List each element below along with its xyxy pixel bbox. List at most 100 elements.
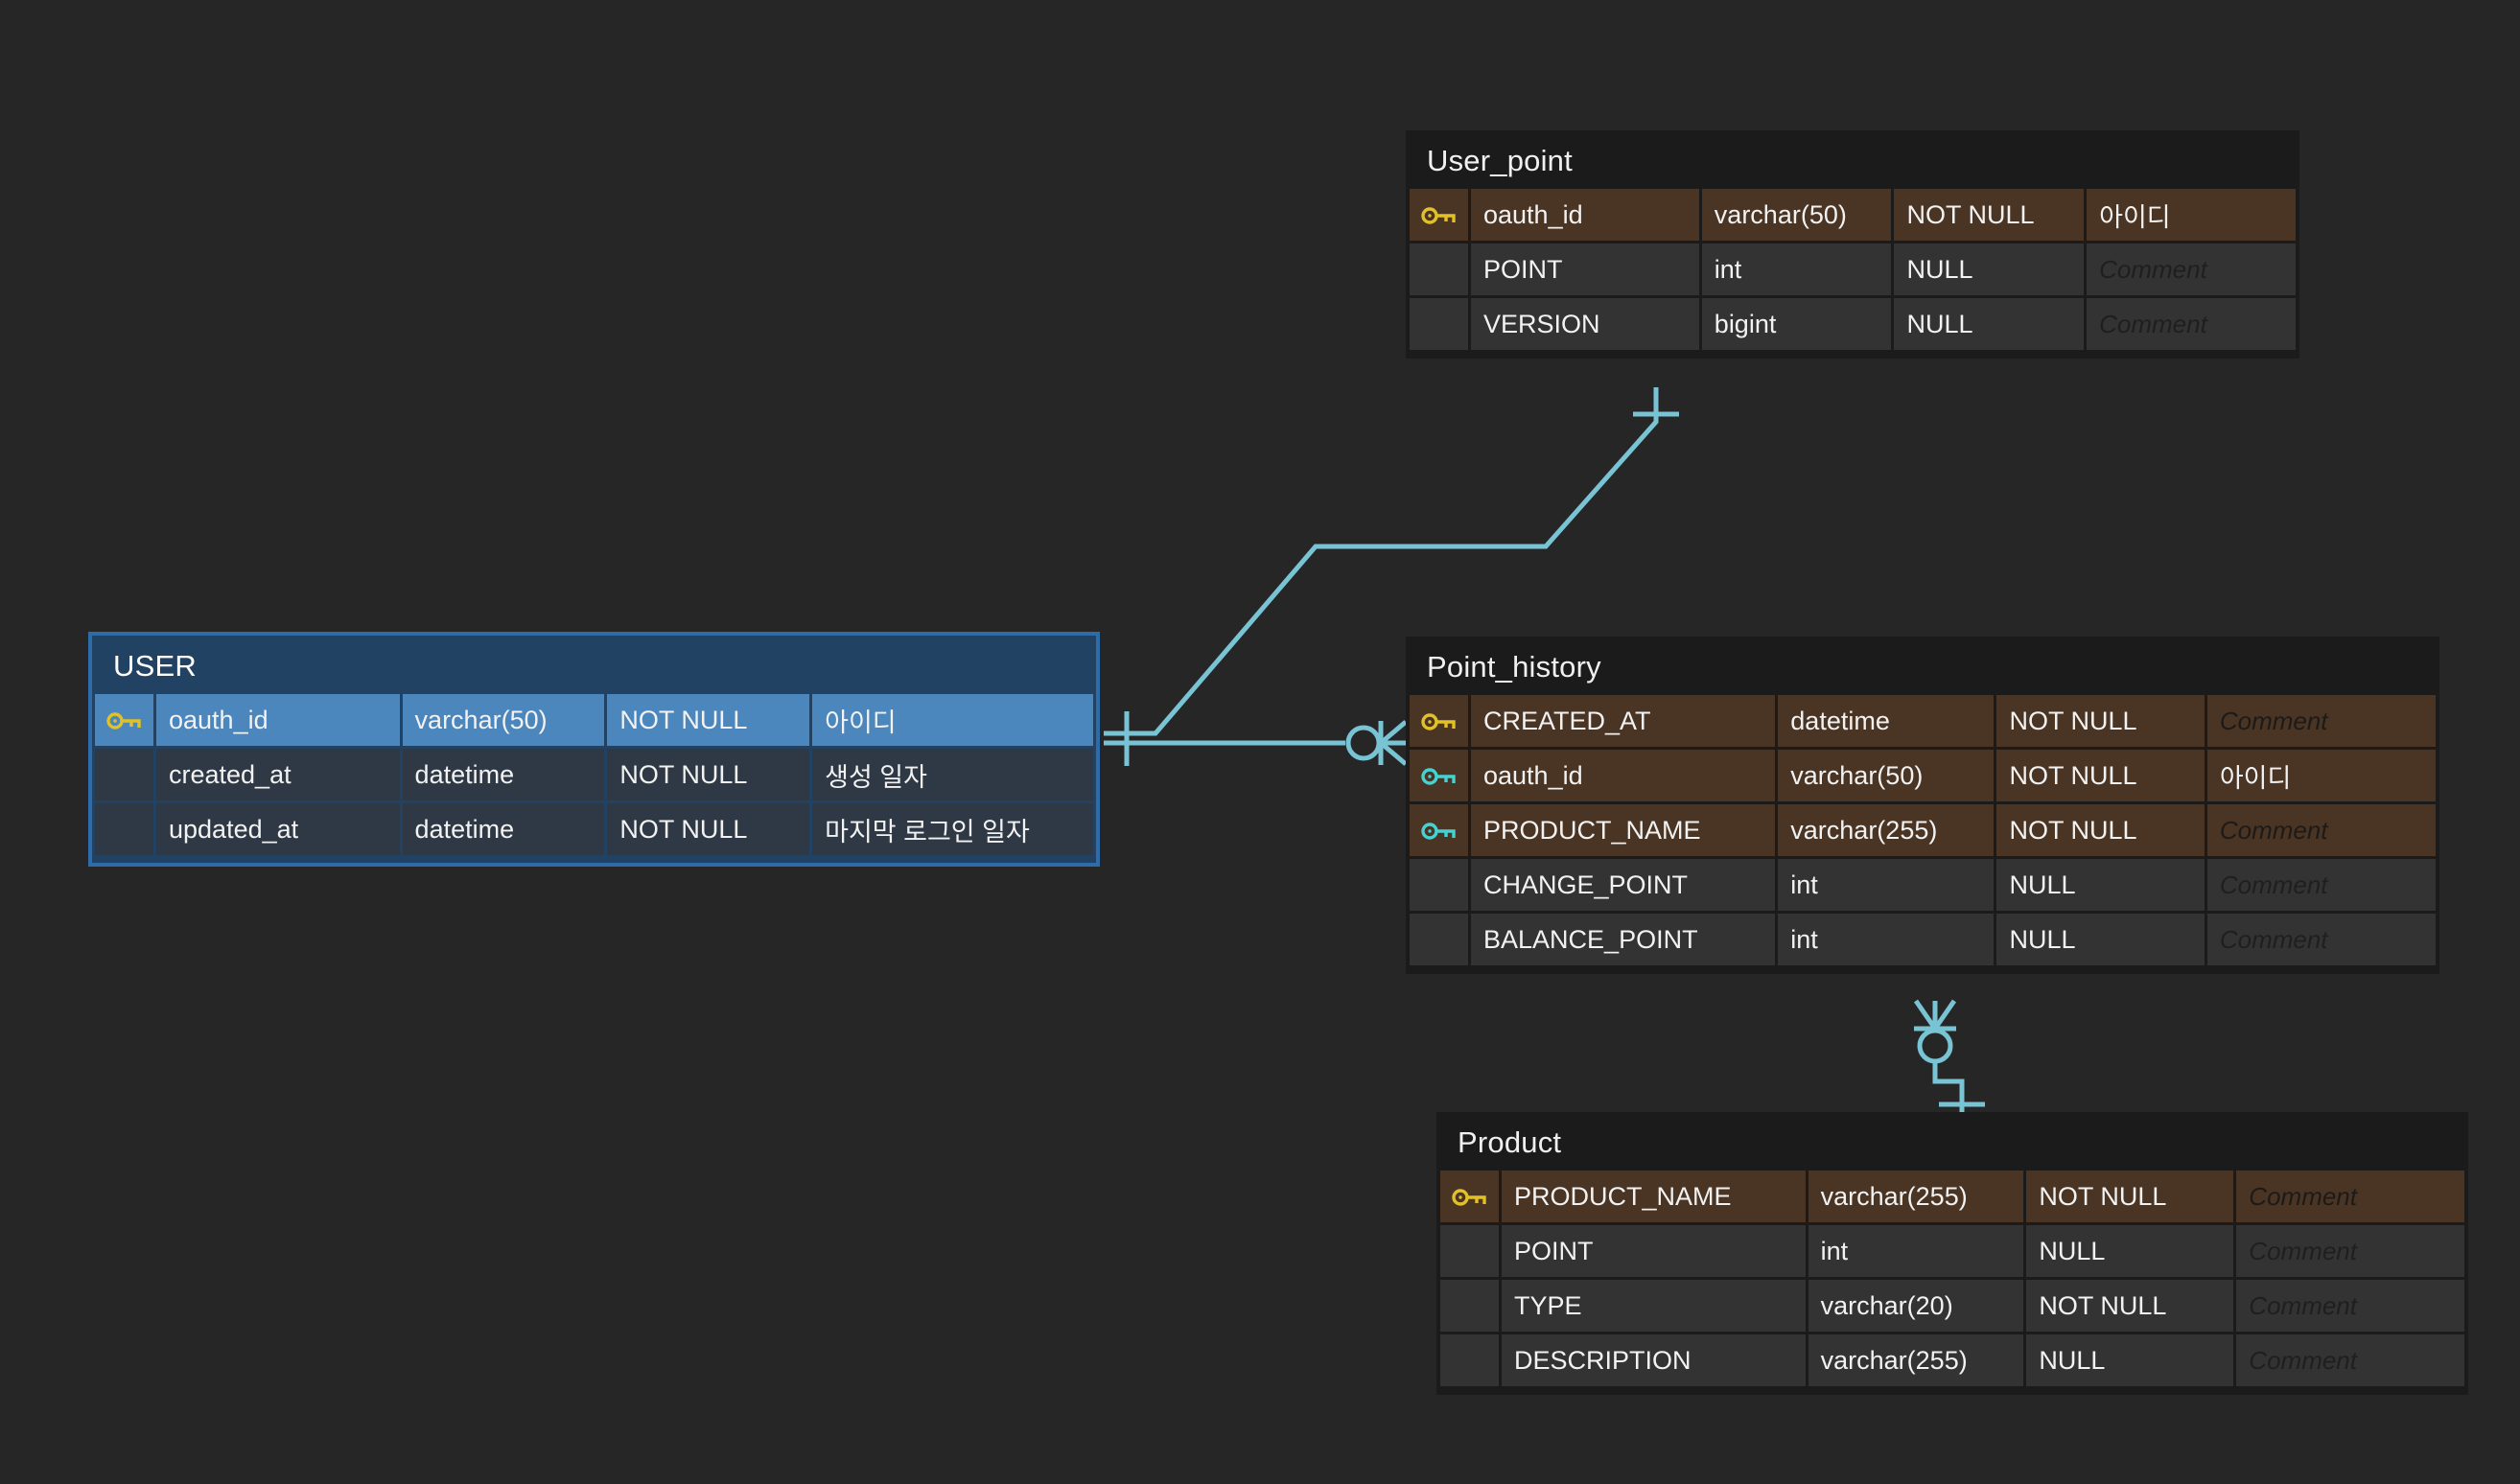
key-cell-empty	[1440, 1280, 1502, 1334]
column-name: POINT	[1471, 243, 1702, 298]
column-comment: Comment	[2087, 243, 2296, 298]
column-name: CHANGE_POINT	[1471, 859, 1779, 914]
column-comment: 아이디	[2087, 189, 2296, 243]
key-icon-primary	[1410, 695, 1471, 750]
column-type: int	[1778, 914, 1997, 968]
column-comment: Comment	[2087, 298, 2296, 353]
column-comment: Comment	[2206, 859, 2436, 914]
column-name: updated_at	[156, 803, 403, 858]
column-comment: Comment	[2206, 914, 2436, 968]
column-type: bigint	[1701, 298, 1895, 353]
key-cell-empty	[1410, 914, 1471, 968]
column-nullable: NULL	[1996, 859, 2207, 914]
column-type: varchar(50)	[402, 694, 608, 749]
key-icon-foreign	[1410, 804, 1471, 859]
key-cell-empty	[1410, 298, 1471, 353]
column-type: int	[1701, 243, 1895, 298]
column-name: TYPE	[1502, 1280, 1808, 1334]
column-nullable: NOT NULL	[2026, 1171, 2237, 1225]
column-type: varchar(255)	[1778, 804, 1997, 859]
column-nullable: NOT NULL	[2026, 1280, 2237, 1334]
column-name: created_at	[156, 749, 403, 803]
column-comment: 생성 일자	[812, 749, 1093, 803]
column-comment: Comment	[2236, 1225, 2464, 1280]
column-name: PRODUCT_NAME	[1502, 1171, 1808, 1225]
column-nullable: NULL	[1894, 243, 2088, 298]
column-nullable: NOT NULL	[607, 694, 813, 749]
column-nullable: NOT NULL	[1996, 695, 2207, 750]
key-icon-primary	[95, 694, 156, 749]
column-comment: Comment	[2236, 1280, 2464, 1334]
key-icon-primary	[1440, 1171, 1502, 1225]
column-nullable: NULL	[2026, 1334, 2237, 1389]
column-name: DESCRIPTION	[1502, 1334, 1808, 1389]
column-comment: Comment	[2236, 1334, 2464, 1389]
column-comment: 아이디	[2206, 750, 2436, 804]
column-name: BALANCE_POINT	[1471, 914, 1779, 968]
key-cell-empty	[1410, 243, 1471, 298]
column-nullable: NOT NULL	[1894, 189, 2088, 243]
column-name: CREATED_AT	[1471, 695, 1779, 750]
column-type: varchar(50)	[1778, 750, 1997, 804]
column-name: POINT	[1502, 1225, 1808, 1280]
column-nullable: NOT NULL	[1996, 750, 2207, 804]
table-title: USER	[113, 649, 197, 683]
column-type: int	[1778, 859, 1997, 914]
column-type: int	[1808, 1225, 2027, 1280]
column-nullable: NULL	[1894, 298, 2088, 353]
column-type: datetime	[402, 803, 608, 858]
key-cell-empty	[1440, 1225, 1502, 1280]
column-type: datetime	[402, 749, 608, 803]
column-nullable: NOT NULL	[607, 749, 813, 803]
key-cell-empty	[1440, 1334, 1502, 1389]
column-type: varchar(20)	[1808, 1280, 2027, 1334]
column-comment: 아이디	[812, 694, 1093, 749]
column-comment: Comment	[2236, 1171, 2464, 1225]
column-comment: Comment	[2206, 804, 2436, 859]
relationship-user-to-point_history[interactable]	[1104, 720, 1408, 766]
column-nullable: NULL	[2026, 1225, 2237, 1280]
column-type: varchar(255)	[1808, 1334, 2027, 1389]
column-type: varchar(255)	[1808, 1171, 2027, 1225]
table-title: Point_history	[1427, 650, 1601, 684]
key-cell-empty	[95, 749, 156, 803]
column-name: oauth_id	[156, 694, 403, 749]
column-comment: 마지막 로그인 일자	[812, 803, 1093, 858]
column-nullable: NOT NULL	[1996, 804, 2207, 859]
table-title: User_point	[1427, 144, 1573, 177]
column-nullable: NULL	[1996, 914, 2207, 968]
key-cell-empty	[95, 803, 156, 858]
column-name: VERSION	[1471, 298, 1702, 353]
table-title: Product	[1458, 1125, 1562, 1159]
column-nullable: NOT NULL	[607, 803, 813, 858]
key-cell-empty	[1410, 859, 1471, 914]
key-icon-primary	[1410, 189, 1471, 243]
key-icon-foreign	[1410, 750, 1471, 804]
column-type: varchar(50)	[1701, 189, 1895, 243]
column-name: oauth_id	[1471, 189, 1702, 243]
